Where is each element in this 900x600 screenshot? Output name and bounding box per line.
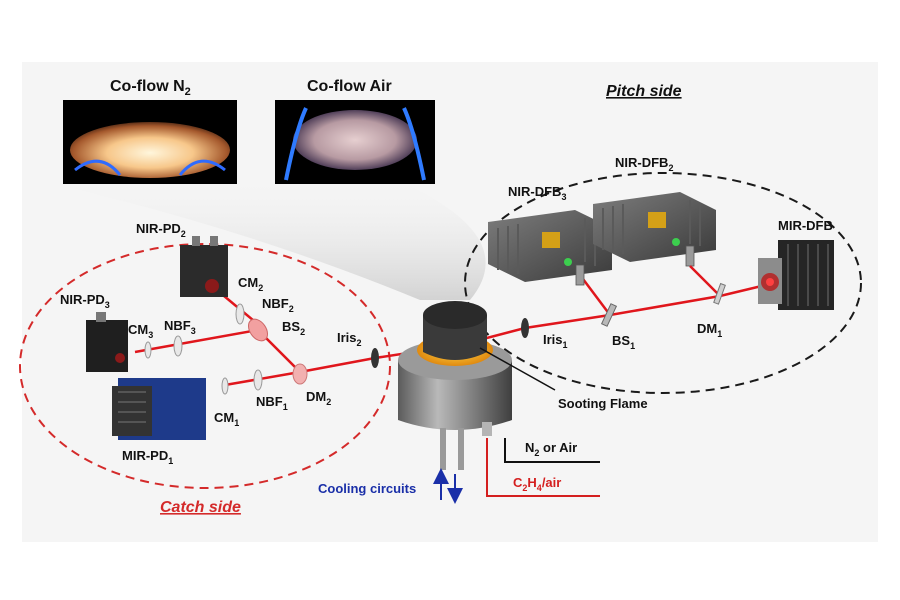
dm2-label: DM2 [306, 389, 331, 407]
nbf3-label: NBF3 [164, 318, 196, 336]
iris1-label: Iris1 [543, 332, 568, 350]
dm1-mirror [713, 282, 726, 305]
photo-inset-co-flow-n2 [63, 100, 237, 184]
iris2-label: Iris2 [337, 330, 362, 348]
nir-dfb2-label: NIR-DFB2 [615, 155, 673, 173]
dm2-mirror [292, 363, 308, 385]
bs2-label: BS2 [282, 319, 305, 337]
catch-side-outline [19, 243, 391, 489]
photo-zoom-cone [62, 186, 486, 300]
cm3-lens [144, 341, 152, 359]
nir-pd3-detector [86, 312, 128, 372]
mir-pd1-label: MIR-PD1 [122, 448, 173, 466]
nir-dfb3-laser [488, 210, 612, 282]
cm2-label: CM2 [238, 275, 263, 293]
bs2-splitter [247, 318, 269, 342]
nir-dfb3-label: NIR-DFB3 [508, 184, 566, 202]
bs1-label: BS1 [612, 333, 635, 351]
dm1-label: DM1 [697, 321, 722, 339]
mir-dfb-laser [758, 240, 834, 310]
mir-pd1-detector [112, 378, 206, 440]
nir-dfb2-laser [593, 192, 716, 262]
iris2 [371, 348, 379, 368]
pitch-side-outline [464, 172, 862, 394]
nbf2-filter [235, 303, 245, 325]
nbf3-filter [173, 335, 183, 357]
sooting-flame-label: Sooting Flame [558, 396, 648, 411]
nir-pd2-detector [180, 236, 228, 297]
mir-dfb-label: MIR-DFB [778, 218, 833, 233]
dfb2-beam [689, 265, 721, 297]
bs1-splitter [600, 303, 618, 327]
fuel-line [486, 438, 600, 497]
n2-air-line [504, 438, 600, 463]
nbf1-filter [253, 369, 263, 391]
cm3-label: CM3 [128, 322, 153, 340]
photo-caption-co-flow-n2: Co-flow N2 [110, 78, 191, 98]
photo-caption-co-flow-air: Co-flow Air [307, 78, 392, 95]
fuel-label: C2H4/air [513, 475, 561, 493]
cm1-label: CM1 [214, 410, 239, 428]
n2-air-label: N2 or Air [525, 440, 577, 458]
nbf2-label: NBF2 [262, 296, 294, 314]
flame-pointer [479, 347, 556, 391]
nir-pd3-label: NIR-PD3 [60, 292, 110, 310]
nir-pd2-label: NIR-PD2 [136, 221, 186, 239]
iris1 [521, 318, 529, 338]
photo-inset-co-flow-air [275, 100, 435, 184]
catch-side-label: Catch side [160, 499, 241, 516]
nbf1-label: NBF1 [256, 394, 288, 412]
pitch-side-label: Pitch side [606, 83, 682, 100]
cooling-circuits-label: Cooling circuits [318, 481, 416, 496]
cm1-lens [221, 377, 229, 395]
